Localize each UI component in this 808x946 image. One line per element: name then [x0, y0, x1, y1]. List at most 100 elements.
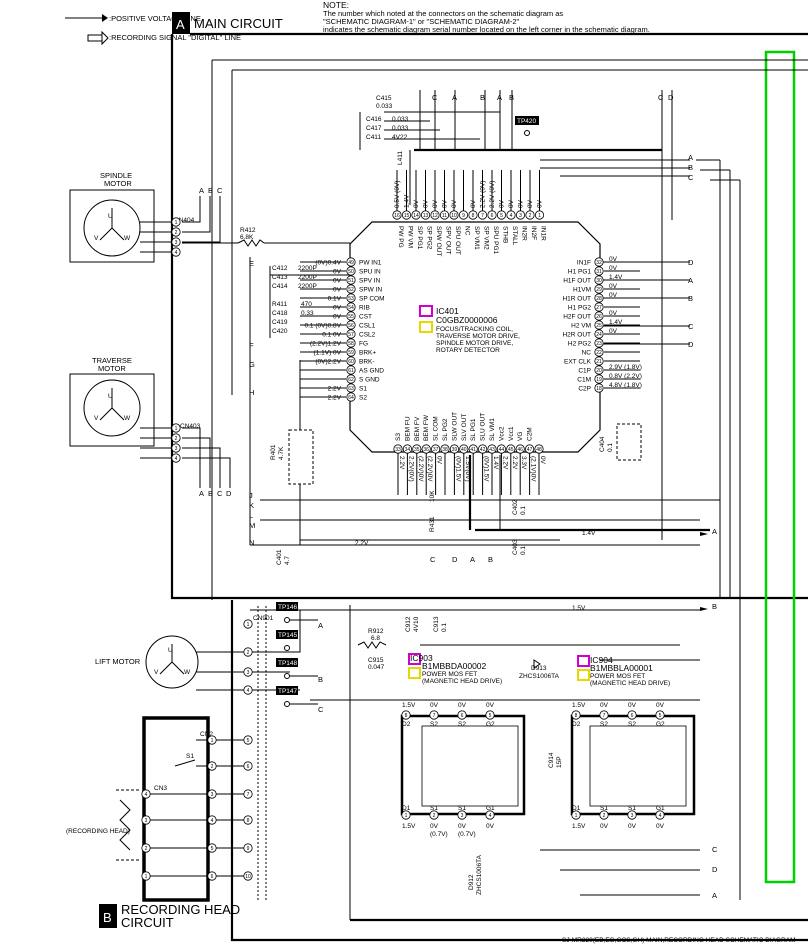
pin — [171, 443, 181, 453]
c913-ref: C913 — [433, 616, 440, 632]
fet-pin-volt: 0V — [600, 823, 609, 830]
d912-ref: D912 — [468, 874, 475, 890]
pin — [594, 302, 604, 312]
pin-number: 61 — [348, 368, 354, 374]
phase-u: U — [168, 647, 173, 654]
c914-ref: C914 — [548, 752, 555, 768]
ic401-pin-name: H2F OUT — [563, 314, 591, 321]
fet-pin-name: D1 — [572, 805, 581, 812]
pin — [594, 311, 604, 321]
bus-label: A — [712, 527, 717, 536]
bus-label: C — [688, 173, 694, 182]
pin-number: 7 — [481, 213, 484, 219]
pin — [243, 619, 253, 629]
pin-number: 41 — [470, 447, 476, 453]
left-bus-label: F — [249, 341, 254, 350]
ic401-pin-name: SPW OUT — [435, 226, 442, 256]
pin-number: 36 — [423, 447, 429, 453]
pin-number: 1 — [247, 622, 250, 628]
ic401-pin-volt: (0V)0.4V — [315, 260, 341, 267]
footer-caption: SJ-MR220(EB,EG,GCS,GH) MAIN,RECORDING HE… — [562, 937, 796, 944]
pin-number: 3 — [145, 818, 148, 824]
c915-val: 0.047 — [368, 664, 385, 671]
pin-number: 4 — [510, 213, 513, 219]
phase-v: V — [94, 415, 99, 422]
c414-ref: C414 — [272, 283, 288, 290]
pin-number: 8 — [405, 713, 408, 719]
fet-pin-volt: 0V — [486, 702, 495, 709]
fet-pin-name: S2 — [430, 721, 438, 728]
fet-pin-volt: (0.7V) — [458, 831, 476, 838]
phase-w: W — [184, 669, 191, 676]
pin-number: 7 — [247, 792, 250, 798]
ic401-pin-volt: 2.2V — [328, 386, 342, 393]
pin-number: 23 — [596, 341, 602, 347]
c413-ref: C413 — [272, 274, 288, 281]
phase-w: W — [124, 415, 131, 422]
ic401-pin-volt: 0.1V — [328, 296, 342, 303]
pin-number: 50 — [348, 269, 354, 275]
ic401-pin-name: FG — [359, 341, 368, 348]
ic401-pin-name: H1 PG2 — [568, 305, 592, 312]
legend-recording-label: :RECORDING SIGNAL "DIGITAL" LINE — [109, 33, 241, 42]
phase-w: W — [124, 235, 131, 242]
c412-val: 2200P — [298, 265, 317, 272]
ic904-ref: IC904 — [590, 655, 613, 665]
note-heading: NOTE: — [323, 0, 349, 10]
ic401-pin-name: H2 PG2 — [568, 341, 592, 348]
pin — [401, 710, 411, 720]
phase-u: U — [108, 213, 113, 220]
note-line2: "SCHEMATIC DIAGRAM-1" or "SCHEMATIC DIAG… — [323, 17, 520, 26]
pin — [207, 761, 217, 771]
pin — [141, 843, 151, 853]
d913-ref: D913 — [531, 665, 547, 672]
ic401-pin-name: SPV IN — [359, 278, 381, 285]
pin-number: 62 — [348, 377, 354, 383]
pin-number: 53 — [348, 296, 354, 302]
pin-number: 40 — [461, 447, 467, 453]
traverse-bus-letter: B — [208, 489, 213, 498]
phase-v: V — [154, 669, 159, 676]
pin-number: 32 — [596, 260, 602, 266]
pin — [429, 710, 439, 720]
pin — [171, 453, 181, 463]
spindle-label2: MOTOR — [104, 179, 132, 188]
spindle-bus-letter: A — [199, 186, 204, 195]
pin-number: 24 — [596, 332, 602, 338]
pin-number: 49 — [348, 260, 354, 266]
ic401-pin-volt: 2.2V — [511, 456, 518, 470]
pin-number: 1 — [575, 813, 578, 819]
rail-22-label: 2.2V — [355, 540, 369, 547]
c418-val: 0.33 — [301, 310, 314, 317]
ic401-pin-volt: 4.8V (1.8V) — [609, 382, 642, 389]
pin-number: 37 — [433, 447, 439, 453]
fet-pin-name: S1 — [458, 805, 466, 812]
spindle-bus-letter: B — [208, 186, 213, 195]
top-bus-label: A — [497, 93, 502, 102]
ic401-pin-volt: 2.2V — [501, 456, 508, 470]
ic401-pin-volt: 0.1 0V — [322, 332, 341, 339]
pin-number: 2 — [529, 213, 532, 219]
pin-number: 48 — [536, 447, 542, 453]
section-b-frame — [142, 716, 210, 902]
r912-ref: R912 — [368, 628, 384, 635]
ic401-pin-name: STALL — [511, 226, 518, 246]
pin-number: 4 — [247, 688, 250, 694]
fet-pin-name: S1 — [628, 805, 636, 812]
pin — [594, 284, 604, 294]
ic401-pin-name: H1VM — [573, 287, 591, 294]
pin-number: 22 — [596, 350, 602, 356]
note-line1: The number which noted at the connectors… — [323, 9, 563, 18]
pin-number: 10 — [451, 213, 457, 219]
c912-ref: C912 — [405, 616, 412, 632]
fet-pin-name: D2 — [572, 721, 581, 728]
spindle-bus-letter: C — [217, 186, 223, 195]
r431-val: 10K — [429, 490, 436, 502]
ic401-pin-volt: (0V)2.2V — [315, 359, 341, 366]
c420-ref: C420 — [272, 328, 288, 335]
ic401-pin-name: S2 — [359, 395, 367, 402]
bus-label: B — [712, 602, 717, 611]
r412-val: 6.8K — [240, 234, 254, 241]
